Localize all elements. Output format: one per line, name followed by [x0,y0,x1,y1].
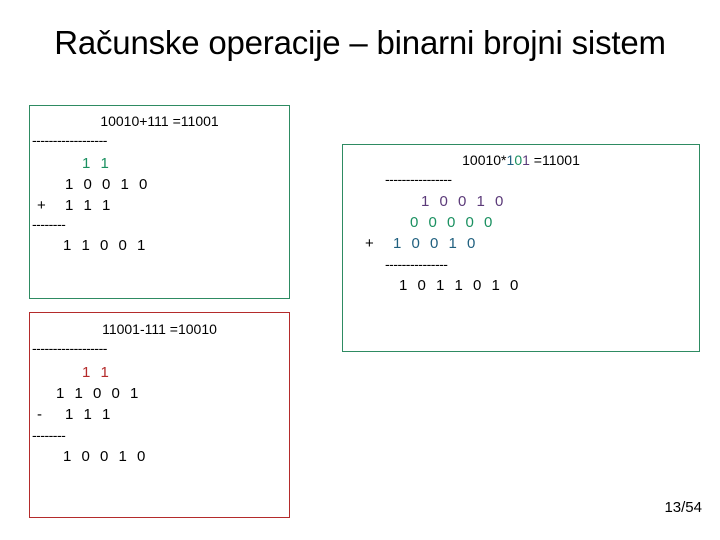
page-title: Računske operacije – binarni brojni sist… [54,24,666,61]
addition-operand-1-row: 1 0 0 1 0 [65,177,289,192]
multiplication-title-suffix: =11001 [529,152,580,168]
subtraction-borrow-digits: 1 1 [82,363,112,381]
page-number: 13/54 [664,499,702,516]
addition-operand-1: 1 0 0 1 0 [65,175,151,193]
multiplication-title-digit-3: 1 [522,152,530,168]
addition-example-box: 10010+111 =11001 ------------------ 1 1 … [29,105,290,299]
multiplication-top-rule: ---------------- [385,174,452,185]
addition-carry-row: 1 1 [82,156,289,171]
multiplication-partial-1-row: 1 0 0 1 0 [421,194,699,209]
multiplication-mid-rule: --------------- [385,258,448,270]
multiplication-operator: + [365,234,374,252]
multiplication-partial-2: 0 0 0 0 0 [410,213,496,231]
subtraction-operand-2: 1 1 1 [65,405,114,423]
subtraction-operand-2-row: - 1 1 1 [37,407,289,422]
subtraction-title: 11001-111 =10010 [102,321,217,337]
multiplication-partial-2-row: 0 0 0 0 0 [410,215,699,230]
subtraction-operand-1-row: 1 1 0 0 1 [56,386,289,401]
subtraction-result: 1 0 0 1 0 [63,448,149,465]
addition-operand-2: 1 1 1 [65,196,114,214]
addition-top-rule: ------------------ [32,135,107,146]
addition-operator: + [37,196,46,214]
multiplication-title: 10010*101 =11001 [343,152,699,168]
multiplication-partial-3-row: +1 0 0 1 0 [365,236,699,251]
subtraction-mid-rule: -------- [32,429,66,441]
addition-operand-2-row: +1 1 1 [37,198,289,213]
addition-mid-rule: -------- [32,218,66,230]
multiplication-partial-3: 1 0 0 1 0 [393,234,479,252]
multiplication-partial-1: 1 0 0 1 0 [421,192,507,210]
subtraction-result-row: 1 0 0 1 0 [63,449,289,464]
multiplication-result: 1 0 1 1 0 1 0 [399,277,522,294]
subtraction-operand-1: 1 1 0 0 1 [56,384,142,402]
addition-carry-digits: 1 1 [82,154,112,172]
multiplication-title-prefix: 10010* [462,152,507,168]
subtraction-top-rule: ------------------ [32,343,107,354]
addition-title: 10010+111 =11001 [100,113,219,129]
subtraction-operator: - [37,405,42,423]
multiplication-title-digit-1: 1 [506,152,515,168]
addition-result-row: 1 1 0 0 1 [63,238,289,253]
subtraction-borrow-row: 1 1 [82,365,289,380]
multiplication-title-digit-2: 0 [514,152,523,168]
addition-result: 1 1 0 0 1 [63,237,149,254]
subtraction-example-box: 11001-111 =10010 ------------------ 1 1 … [29,312,290,518]
multiplication-example-box: 10010*101 =11001 ---------------- 1 0 0 … [342,144,700,352]
multiplication-result-row: 1 0 1 1 0 1 0 [399,278,699,293]
